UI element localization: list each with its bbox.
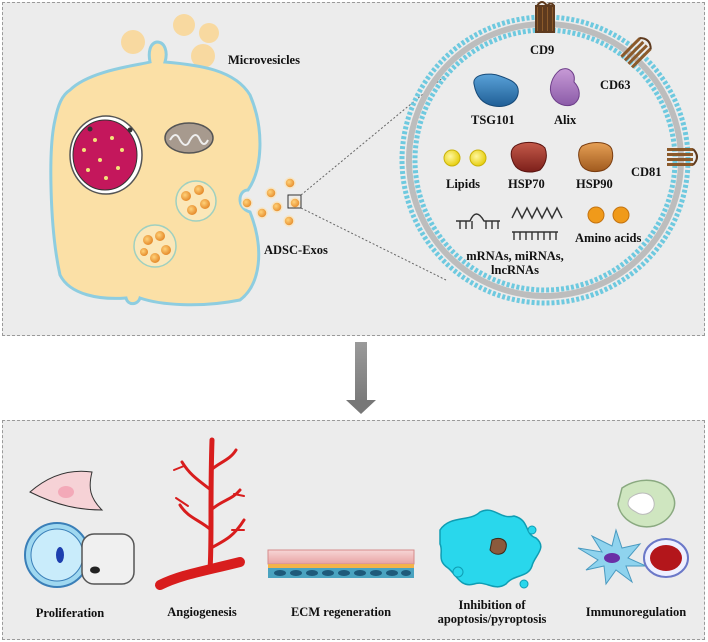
rnas-label-line1: mRNAs, miRNAs, [466, 249, 564, 263]
alix-icon [549, 68, 580, 107]
adsc-exos-label: ADSC-Exos [264, 243, 328, 257]
proliferation-label: Proliferation [35, 606, 105, 620]
rnas-label-line2: lncRNAs [491, 263, 539, 277]
angiogenesis-illustration [155, 437, 246, 590]
amino-acids-icon [587, 206, 630, 224]
cd63-label: CD63 [600, 78, 631, 92]
lipids-icon [443, 149, 487, 167]
cd81-label: CD81 [631, 165, 662, 179]
released-exosomes [241, 177, 301, 227]
rna-strands-icon [456, 206, 563, 240]
apoptosis-label-line2: apoptosis/pyroptosis [437, 612, 547, 626]
proliferation-illustration [24, 470, 135, 588]
lipids-label: Lipids [446, 177, 481, 191]
cd81-protein-icon [667, 148, 698, 166]
ecm-regeneration-illustration [267, 549, 415, 578]
biological-effects-panel [2, 420, 705, 640]
cd9-protein-icon [535, 1, 555, 33]
immunoregulation-illustration [577, 479, 689, 586]
adsc-cell [49, 40, 262, 307]
down-arrow-icon [346, 342, 376, 414]
cd63-protein-icon [620, 37, 652, 69]
hsp90-icon [578, 142, 614, 173]
zoom-box [287, 194, 302, 209]
tsg101-label: TSG101 [471, 113, 515, 127]
hsp90-label: HSP90 [576, 177, 613, 191]
angiogenesis-label: Angiogenesis [167, 605, 237, 619]
ecm-regeneration-label: ECM regeneration [290, 605, 392, 619]
amino-acids-label: Amino acids [575, 231, 642, 245]
apoptosis-inhibition-illustration [439, 509, 542, 589]
immunoregulation-label: Immunoregulation [585, 605, 687, 619]
microvesicles-label: Microvesicles [228, 53, 300, 67]
microvesicles-group [121, 14, 219, 68]
hsp70-icon [510, 141, 547, 173]
alix-label: Alix [554, 113, 577, 127]
cd9-label: CD9 [530, 43, 555, 57]
tsg101-icon [473, 73, 519, 107]
apoptosis-label-line1: Inhibition of [458, 598, 526, 612]
hsp70-label: HSP70 [508, 177, 545, 191]
